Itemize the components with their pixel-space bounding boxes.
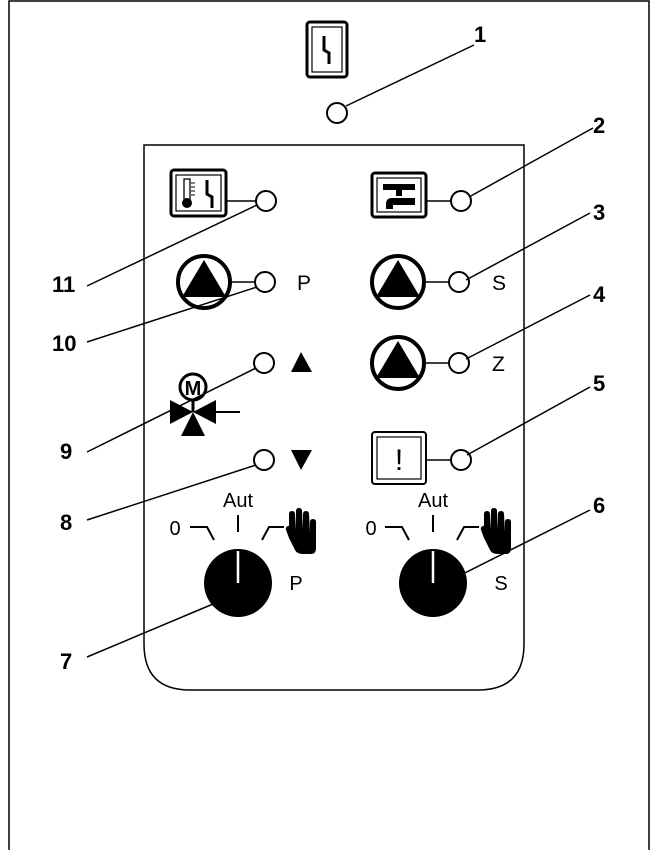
switch-right-suffix: S <box>494 573 507 595</box>
callout-10: 10 <box>52 331 76 356</box>
burner-flame-icon <box>305 20 349 79</box>
selector-switch-heating-pump[interactable]: Aut 0 P <box>169 490 303 617</box>
callout-5: 5 <box>593 371 605 396</box>
switch-left-auto-label: Aut <box>223 490 253 512</box>
switch-right-auto-label: Aut <box>418 490 448 512</box>
pump-icon <box>370 335 426 391</box>
label-pump-storage: S <box>492 272 506 295</box>
pump-icon <box>370 254 426 310</box>
label-pump-circulation: Z <box>492 353 505 376</box>
led-burner <box>326 102 348 124</box>
switch-left-off-label: 0 <box>169 518 180 540</box>
panel-outline <box>143 144 525 691</box>
triangle-up-icon <box>291 352 312 372</box>
motor-mixing-valve-icon: M <box>170 372 240 436</box>
triangle-down-icon <box>291 450 312 470</box>
fault-icon: ! <box>371 431 427 485</box>
tap-icon <box>370 171 428 219</box>
led-mixer-close <box>253 449 275 471</box>
callout-8: 8 <box>60 510 72 535</box>
led-boiler-temp <box>255 190 277 212</box>
callout-11: 11 <box>52 272 75 297</box>
led-fault <box>450 449 472 471</box>
callout-1: 1 <box>474 22 486 47</box>
callout-2: 2 <box>593 113 605 138</box>
outer-frame <box>8 0 650 850</box>
callout-4: 4 <box>593 282 606 307</box>
hand-icon <box>285 508 316 554</box>
switch-left-suffix: P <box>289 573 302 595</box>
svg-text:M: M <box>185 378 202 400</box>
callout-leaders <box>86 44 594 658</box>
callout-9: 9 <box>60 439 72 464</box>
pump-icon <box>176 254 232 310</box>
selector-switch-storage-pump[interactable]: Aut 0 S <box>365 490 508 617</box>
switch-right-off-label: 0 <box>365 518 376 540</box>
hand-icon <box>480 508 511 554</box>
led-hot-water <box>450 190 472 212</box>
led-pump-circulation <box>448 352 470 374</box>
callout-7: 7 <box>60 649 72 674</box>
label-pump-heating: P <box>297 272 311 295</box>
led-pump-heating <box>254 271 276 293</box>
led-mixer-open <box>253 352 275 374</box>
callout-6: 6 <box>593 493 605 518</box>
callout-3: 3 <box>593 200 605 225</box>
led-pump-storage <box>448 271 470 293</box>
thermometer-flame-icon <box>169 168 228 218</box>
fault-symbol: ! <box>395 444 403 477</box>
